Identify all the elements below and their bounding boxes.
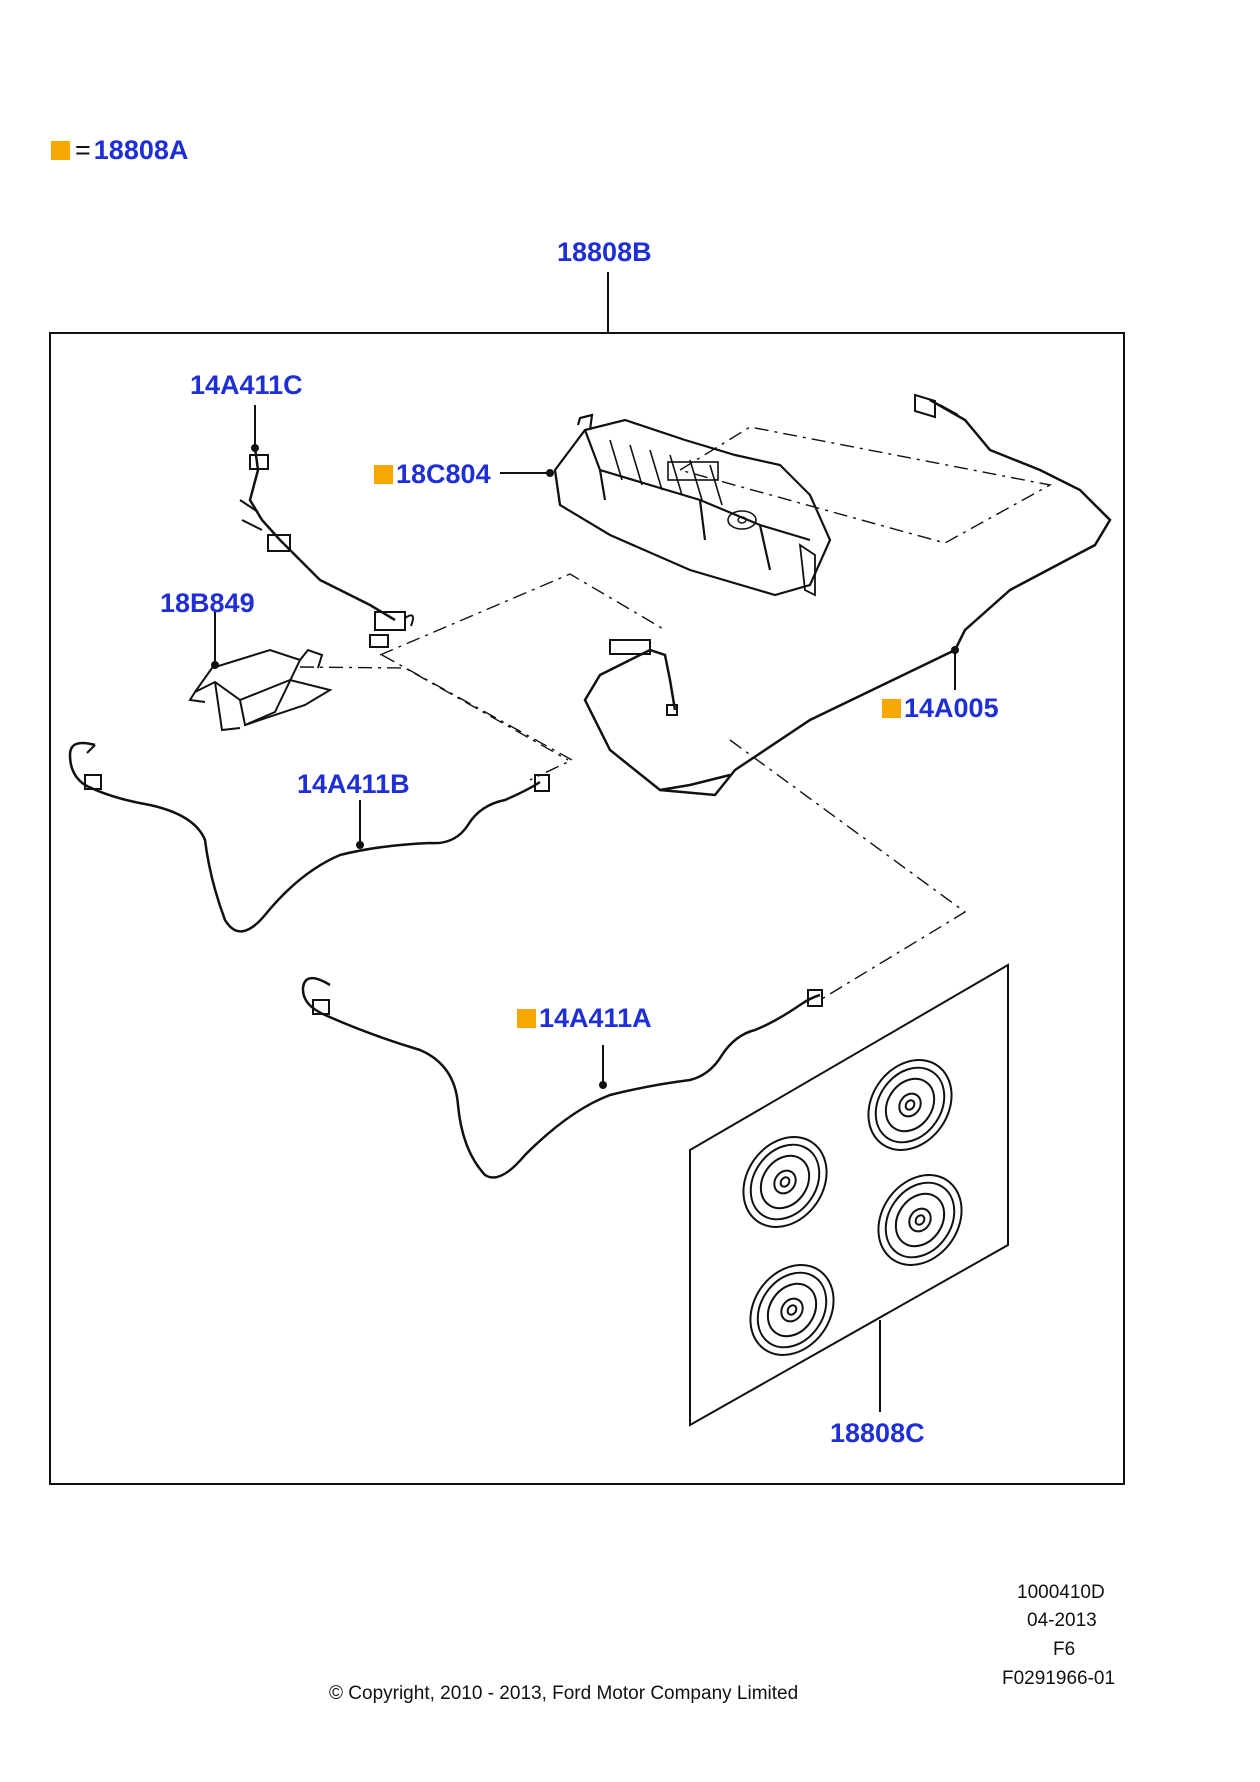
figure-id: F0291966-01 [1002, 1668, 1116, 1689]
speaker-panel-18808c [689, 963, 1009, 1427]
ref-number: 1000410D [1017, 1582, 1105, 1603]
cable-14a411b [68, 741, 550, 933]
kit-frame [49, 332, 1125, 1485]
amplifier-18c804 [553, 413, 832, 597]
label-cable-c: 14A411C [190, 370, 303, 400]
label-harness-code: 14A005 [904, 693, 999, 723]
marker-icon [374, 465, 393, 484]
harness-14a005 [583, 393, 1112, 797]
speaker-units [742, 1059, 963, 1356]
cable-14a411a [301, 977, 823, 1179]
label-cable-a: 14A411A [517, 1005, 652, 1032]
legend-equals: = [75, 135, 91, 165]
label-amplifier-code: 18C804 [396, 459, 491, 489]
legend-marker-icon [51, 141, 70, 160]
code: F6 [1053, 1639, 1076, 1660]
legend: =18808A [51, 137, 188, 164]
label-bracket: 18B849 [160, 588, 255, 618]
label-speakers: 18808C [830, 1418, 925, 1448]
explode-lines [299, 426, 1053, 1001]
date: 04-2013 [1027, 1610, 1097, 1631]
legend-code: 18808A [93, 135, 189, 165]
label-kit: 18808B [557, 237, 652, 267]
bracket-18b849 [188, 648, 333, 732]
label-cable-b: 14A411B [297, 769, 410, 799]
label-harness: 14A005 [882, 695, 999, 722]
callout-leaders [214, 405, 956, 1085]
marker-icon [517, 1009, 536, 1028]
label-cable-a-code: 14A411A [539, 1003, 652, 1033]
label-amplifier: 18C804 [374, 461, 491, 488]
cable-14a411c [239, 447, 414, 648]
leader-dots [211, 444, 959, 1089]
marker-icon [882, 699, 901, 718]
copyright: © Copyright, 2010 - 2013, Ford Motor Com… [329, 1683, 799, 1704]
